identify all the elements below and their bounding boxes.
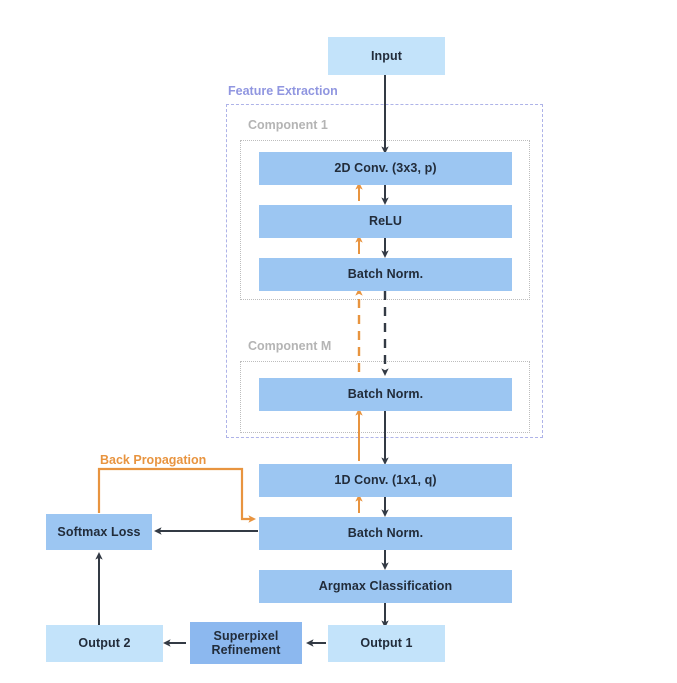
annotation-back-propagation: Back Propagation (100, 453, 207, 467)
node-softmax-loss[interactable]: Softmax Loss (46, 514, 152, 550)
node-superpixel-refinement[interactable]: Superpixel Refinement (190, 622, 302, 664)
edge-back-propagation (97, 467, 257, 523)
group-label-feature-extraction: Feature Extraction (228, 84, 338, 98)
node-batch-norm-m[interactable]: Batch Norm. (259, 378, 512, 411)
superpixel-line-2: Refinement (211, 643, 281, 657)
node-output-1[interactable]: Output 1 (328, 625, 445, 662)
node-2d-conv[interactable]: 2D Conv. (3x3, p) (259, 152, 512, 185)
node-argmax-classification[interactable]: Argmax Classification (259, 570, 512, 603)
group-label-component-m: Component M (248, 339, 332, 353)
node-input[interactable]: Input (328, 37, 445, 75)
node-output-2[interactable]: Output 2 (46, 625, 163, 662)
node-batch-norm-1[interactable]: Batch Norm. (259, 258, 512, 291)
superpixel-line-1: Superpixel (213, 628, 279, 643)
node-batch-norm-2[interactable]: Batch Norm. (259, 517, 512, 550)
node-1d-conv[interactable]: 1D Conv. (1x1, q) (259, 464, 512, 497)
node-relu[interactable]: ReLU (259, 205, 512, 238)
group-label-component-1: Component 1 (248, 118, 328, 132)
